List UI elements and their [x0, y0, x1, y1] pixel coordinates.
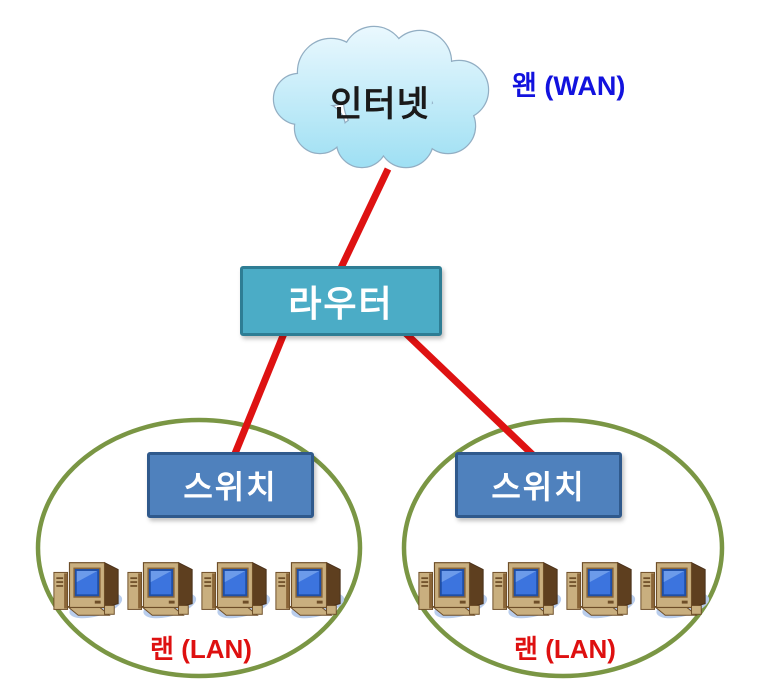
monitor-foot: [543, 605, 554, 615]
monitor-foot: [691, 605, 702, 615]
monitor-side: [104, 561, 119, 609]
monitor-foot: [252, 605, 263, 615]
monitor-foot: [178, 605, 189, 615]
tower-side: [138, 573, 142, 609]
power-button: [459, 600, 466, 604]
wan-label: 왠 (WAN): [512, 71, 626, 101]
power-button: [242, 600, 249, 604]
tower-side: [212, 573, 216, 609]
lan-link-line-right: [395, 323, 537, 459]
monitor-side: [617, 561, 632, 609]
switch-label-right: 스위치: [491, 469, 586, 505]
computer-icon: [566, 561, 636, 619]
monitor-side: [252, 561, 267, 609]
lan-computers-right: [415, 552, 711, 624]
power-button: [316, 600, 323, 604]
lan-label-left: 랜 (LAN): [150, 634, 252, 664]
tower-side: [503, 573, 507, 609]
wan-link-line: [336, 167, 392, 272]
lan-computers-left: [50, 552, 346, 624]
tower-side: [286, 573, 290, 609]
lan-label-right: 랜 (LAN): [514, 634, 616, 664]
monitor-side: [469, 561, 484, 609]
computer-icon: [492, 561, 562, 619]
monitor-foot: [469, 605, 480, 615]
monitor-side: [178, 561, 193, 609]
power-button: [681, 600, 688, 604]
computer-icon: [127, 561, 197, 619]
switch-node-left: 스위치: [147, 452, 314, 518]
tower-side: [577, 573, 581, 609]
lan-boundary-right: [401, 417, 725, 679]
power-button: [168, 600, 175, 604]
monitor-side: [691, 561, 706, 609]
computer-icon: [201, 561, 271, 619]
lan-link-line-left: [230, 324, 291, 458]
internet-label: 인터넷: [330, 85, 430, 124]
computer-icon: [640, 561, 710, 619]
router-node: 라우터: [240, 266, 442, 336]
switch-label-left: 스위치: [183, 469, 278, 505]
power-button: [607, 600, 614, 604]
computer-icon: [275, 561, 345, 619]
monitor-foot: [326, 605, 337, 615]
tower-side: [429, 573, 433, 609]
power-button: [94, 600, 101, 604]
tower-side: [651, 573, 655, 609]
tower-side: [64, 573, 68, 609]
power-button: [533, 600, 540, 604]
switch-node-right: 스위치: [455, 452, 622, 518]
computer-icon: [53, 561, 123, 619]
router-label: 라우터: [288, 283, 394, 324]
computer-icon: [418, 561, 488, 619]
lan-boundary-left: [35, 417, 363, 679]
monitor-side: [543, 561, 558, 609]
monitor-side: [326, 561, 341, 609]
monitor-foot: [617, 605, 628, 615]
monitor-foot: [104, 605, 115, 615]
